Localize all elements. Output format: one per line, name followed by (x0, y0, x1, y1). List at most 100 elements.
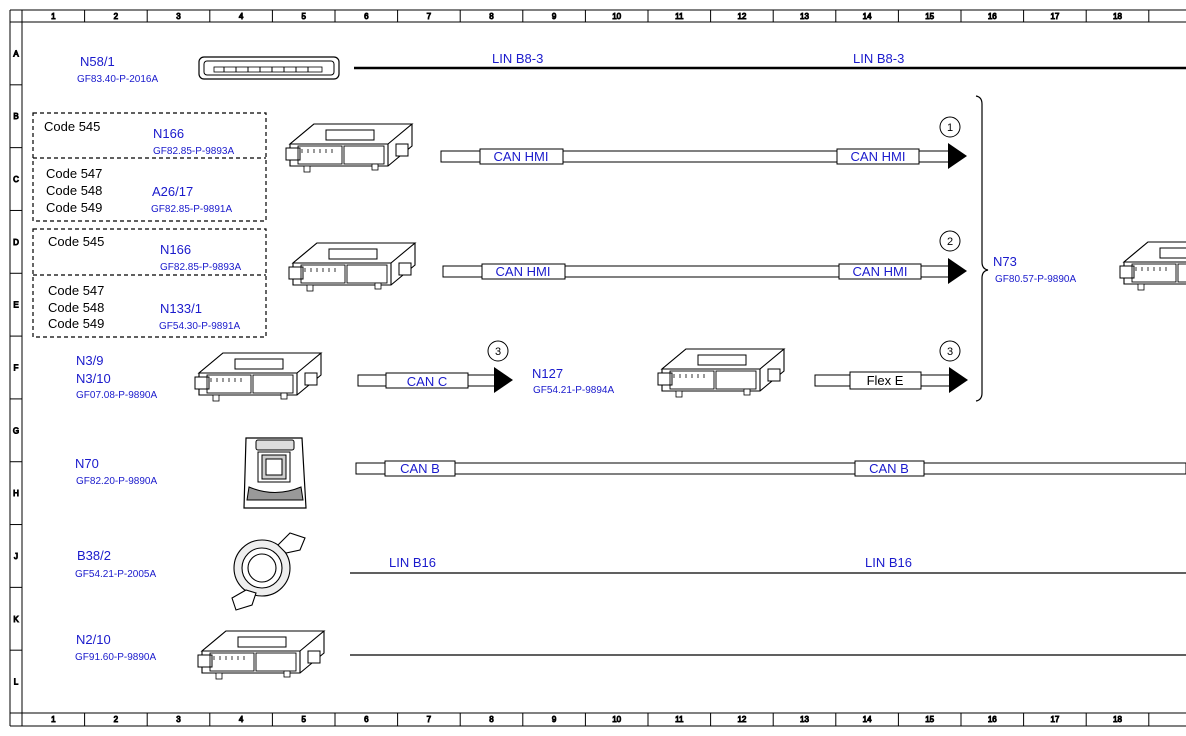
marker-3a-label: 3 (495, 346, 501, 358)
lin-b16-label-b: LIN B16 (865, 555, 912, 570)
n70-module-icon (243, 437, 307, 509)
can-b-label-b: CAN B (869, 461, 909, 476)
n166-a-label: N166 (153, 126, 184, 141)
grid-col-label: 15 (925, 715, 934, 724)
control-unit-icon-n166-a (285, 123, 414, 173)
grid-col-label: 11 (675, 12, 684, 21)
code-545-b: Code 545 (48, 234, 104, 249)
grid-row-label: B (13, 112, 18, 121)
grid-col-label: 17 (1050, 12, 1059, 21)
lin-b8-3-label-a: LIN B8-3 (492, 51, 543, 66)
marker-2-label: 2 (947, 236, 953, 248)
control-unit-icon-n73 (1119, 241, 1186, 291)
code-549-b: Code 549 (48, 316, 104, 331)
grid-col-label: 18 (1113, 715, 1122, 724)
grid-col-label: 13 (800, 12, 809, 21)
n127-ref: GF54.21-P-9894A (533, 385, 614, 396)
n73-bracket (975, 95, 989, 402)
can-b-bus (355, 460, 1186, 477)
grid-col-label: 2 (114, 715, 119, 724)
code-545-a: Code 545 (44, 119, 100, 134)
grid-col-label: 14 (863, 715, 872, 724)
grid-row-label: D (13, 238, 19, 247)
grid-col-label: 16 (988, 715, 997, 724)
grid-col-label: 8 (489, 12, 494, 21)
n70-ref: GF82.20-P-9890A (76, 476, 157, 487)
grid-row-label: K (13, 615, 19, 624)
marker-3b-label: 3 (947, 346, 953, 358)
b38-2-ref: GF54.21-P-2005A (75, 569, 156, 580)
grid-col-label: 7 (427, 715, 432, 724)
grid-col-label: 5 (301, 12, 306, 21)
grid-row-label: L (14, 678, 19, 687)
n73-label: N73 (993, 254, 1017, 269)
n127-label: N127 (532, 366, 563, 381)
n73-ref: GF80.57-P-9890A (995, 274, 1076, 285)
grid-col-label: 6 (364, 715, 369, 724)
grid-col-label: 12 (737, 12, 746, 21)
n133-1-ref: GF54.30-P-9891A (159, 321, 240, 332)
control-unit-icon-n2-10 (197, 630, 326, 680)
code-547-a: Code 547 (46, 166, 102, 181)
grid-col-label: 16 (988, 12, 997, 21)
grid-row-label: J (14, 552, 18, 561)
a26-17-ref: GF82.85-P-9891A (151, 204, 232, 215)
code-548-a: Code 548 (46, 183, 102, 198)
n166-b-label: N166 (160, 242, 191, 257)
marker-3b (939, 340, 961, 362)
b38-2-sensor-icon (231, 532, 306, 611)
grid-col-label: 7 (427, 12, 432, 21)
control-unit-icon-n127 (657, 348, 786, 398)
flex-e-bus (814, 367, 968, 393)
column-grid: 1122334455667788991010111112121313141415… (21, 10, 1150, 726)
grid-col-label: 17 (1050, 715, 1059, 724)
can-hmi-bus-1 (440, 143, 967, 169)
grid-row-label: C (13, 175, 19, 184)
grid-col-label: 11 (675, 715, 684, 724)
code-547-b: Code 547 (48, 283, 104, 298)
lin-b16-label-a: LIN B16 (389, 555, 436, 570)
flex-e-label: Flex E (867, 373, 904, 388)
a26-17-label: A26/17 (152, 184, 193, 199)
grid-col-label: 14 (863, 12, 872, 21)
can-hmi-label-1a: CAN HMI (494, 149, 549, 164)
grid-col-label: 3 (176, 715, 181, 724)
grid-col-label: 3 (176, 12, 181, 21)
n58-1-ref: GF83.40-P-2016A (77, 74, 158, 85)
grid-col-label: 5 (301, 715, 306, 724)
grid-col-label: 9 (552, 715, 557, 724)
n2-10-ref: GF91.60-P-9890A (75, 652, 156, 663)
code-549-a: Code 549 (46, 200, 102, 215)
can-hmi-label-2a: CAN HMI (496, 264, 551, 279)
grid-col-label: 8 (489, 715, 494, 724)
can-hmi-label-2b: CAN HMI (853, 264, 908, 279)
grid-row-label: F (14, 364, 19, 373)
marker-1-label: 1 (947, 122, 953, 134)
n70-label: N70 (75, 456, 99, 471)
n2-10-label: N2/10 (76, 632, 111, 647)
control-unit-icon-n166-b (288, 242, 417, 292)
can-c-bus (357, 367, 513, 393)
can-b-label-a: CAN B (400, 461, 440, 476)
grid-row-label: A (13, 49, 19, 58)
can-c-label: CAN C (407, 374, 447, 389)
grid-col-label: 15 (925, 12, 934, 21)
grid-col-label: 10 (612, 715, 621, 724)
option-box-1 (32, 112, 267, 222)
grid-col-label: 4 (239, 715, 244, 724)
grid-col-label: 10 (612, 12, 621, 21)
grid-row-label: E (13, 301, 18, 310)
grid-row-label: G (13, 426, 19, 435)
grid-col-label: 18 (1113, 12, 1122, 21)
marker-3a (487, 340, 509, 362)
grid-col-label: 6 (364, 12, 369, 21)
n3-9-label: N3/9 (76, 353, 103, 368)
code-548-b: Code 548 (48, 300, 104, 315)
grid-col-label: 4 (239, 12, 244, 21)
can-hmi-label-1b: CAN HMI (851, 149, 906, 164)
grid-col-label: 1 (51, 715, 56, 724)
grid-col-label: 12 (737, 715, 746, 724)
grid-col-label: 1 (51, 12, 56, 21)
